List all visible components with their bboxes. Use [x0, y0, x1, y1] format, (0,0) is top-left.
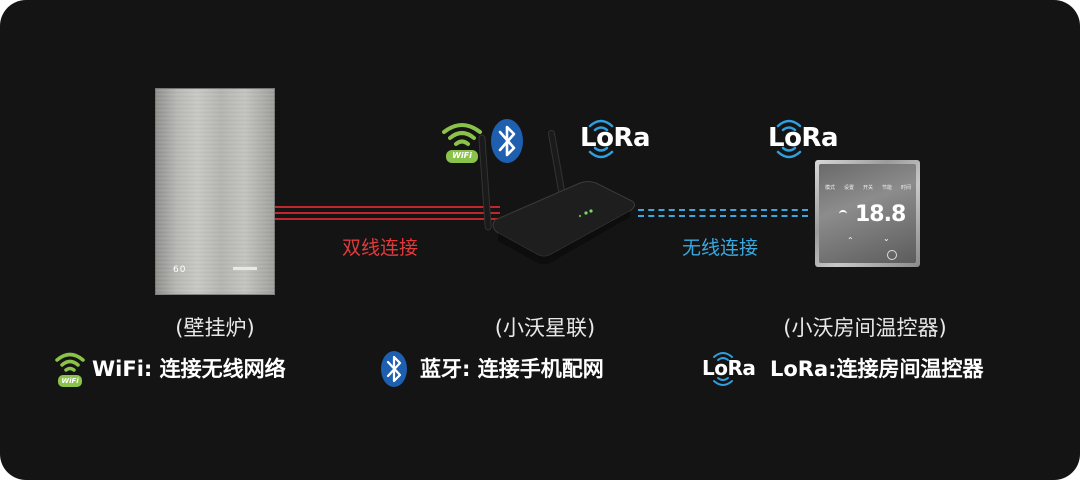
router-antenna-right — [547, 129, 567, 201]
lora-waves-icon — [588, 119, 614, 159]
thermostat-icon-label: 模式 — [825, 185, 836, 191]
boiler-image: 60 — [155, 88, 275, 295]
lora-waves-icon — [713, 352, 733, 386]
wireless-link-label: 无线连接 — [681, 237, 758, 259]
thermostat-screen: 模式 设置 开关 节能 时间 18.8 ⌃ ⌄ — [819, 164, 916, 263]
bluetooth-icon — [381, 351, 407, 387]
wire-line-3 — [275, 218, 500, 220]
legend-bluetooth-text: 蓝牙: 连接手机配网 — [420, 357, 604, 381]
wire-line-2 — [275, 212, 500, 214]
thermostat-icon-label: 节能 — [881, 185, 892, 191]
wire-line-1 — [275, 206, 500, 208]
wired-link-label: 双线连接 — [341, 237, 418, 259]
boiler-display: 60 — [173, 265, 187, 275]
router-body-side — [498, 211, 630, 265]
thermostat-down-icon: ⌄ — [883, 234, 890, 243]
thermostat-icon-label: 设置 — [843, 185, 854, 191]
gateway-router-image — [478, 129, 636, 265]
thermostat-temperature: 18.8 — [855, 202, 906, 227]
thermostat-label: (小沃房间温控器) — [783, 316, 947, 340]
thermostat-icon-label: 开关 — [862, 185, 873, 191]
wifi-badge-text: WiFi — [452, 151, 472, 160]
thermostat-logo — [887, 250, 897, 260]
boiler-label: (壁挂炉) — [175, 316, 255, 340]
router-led-2 — [589, 209, 593, 213]
bluetooth-icon — [491, 119, 523, 163]
router-antenna-left — [478, 134, 492, 231]
wifi-icon — [55, 352, 85, 387]
thermostat-icon-label: 时间 — [900, 185, 911, 191]
wireless-line-1 — [638, 209, 808, 211]
gateway-label: (小沃星联) — [494, 316, 596, 340]
thermostat-up-icon: ⌃ — [847, 236, 854, 245]
router-led-3 — [578, 214, 582, 218]
thermostat-image: 模式 设置 开关 节能 时间 18.8 ⌃ ⌄ — [815, 160, 920, 267]
wireless-line-2 — [638, 215, 808, 217]
lora-gateway-text: LoRa — [580, 123, 651, 153]
legend-wifi-text: WiFi: 连接无线网络 — [92, 357, 286, 381]
router-led-1 — [584, 211, 588, 215]
legend-lora-icon-text: LoRa — [702, 356, 756, 380]
wifi-icon — [442, 123, 482, 163]
legend-lora-text: LoRa:连接房间温控器 — [770, 357, 984, 381]
boiler-brand-mark — [233, 267, 257, 270]
legend-wifi-icon-text: WiFi — [61, 377, 79, 385]
lora-thermostat-text: LoRa — [768, 123, 839, 153]
thermostat-top-icons: 模式 设置 开关 节能 时间 — [825, 184, 911, 191]
lora-waves-icon — [776, 119, 802, 159]
thermostat-wifi-icon — [839, 210, 847, 216]
